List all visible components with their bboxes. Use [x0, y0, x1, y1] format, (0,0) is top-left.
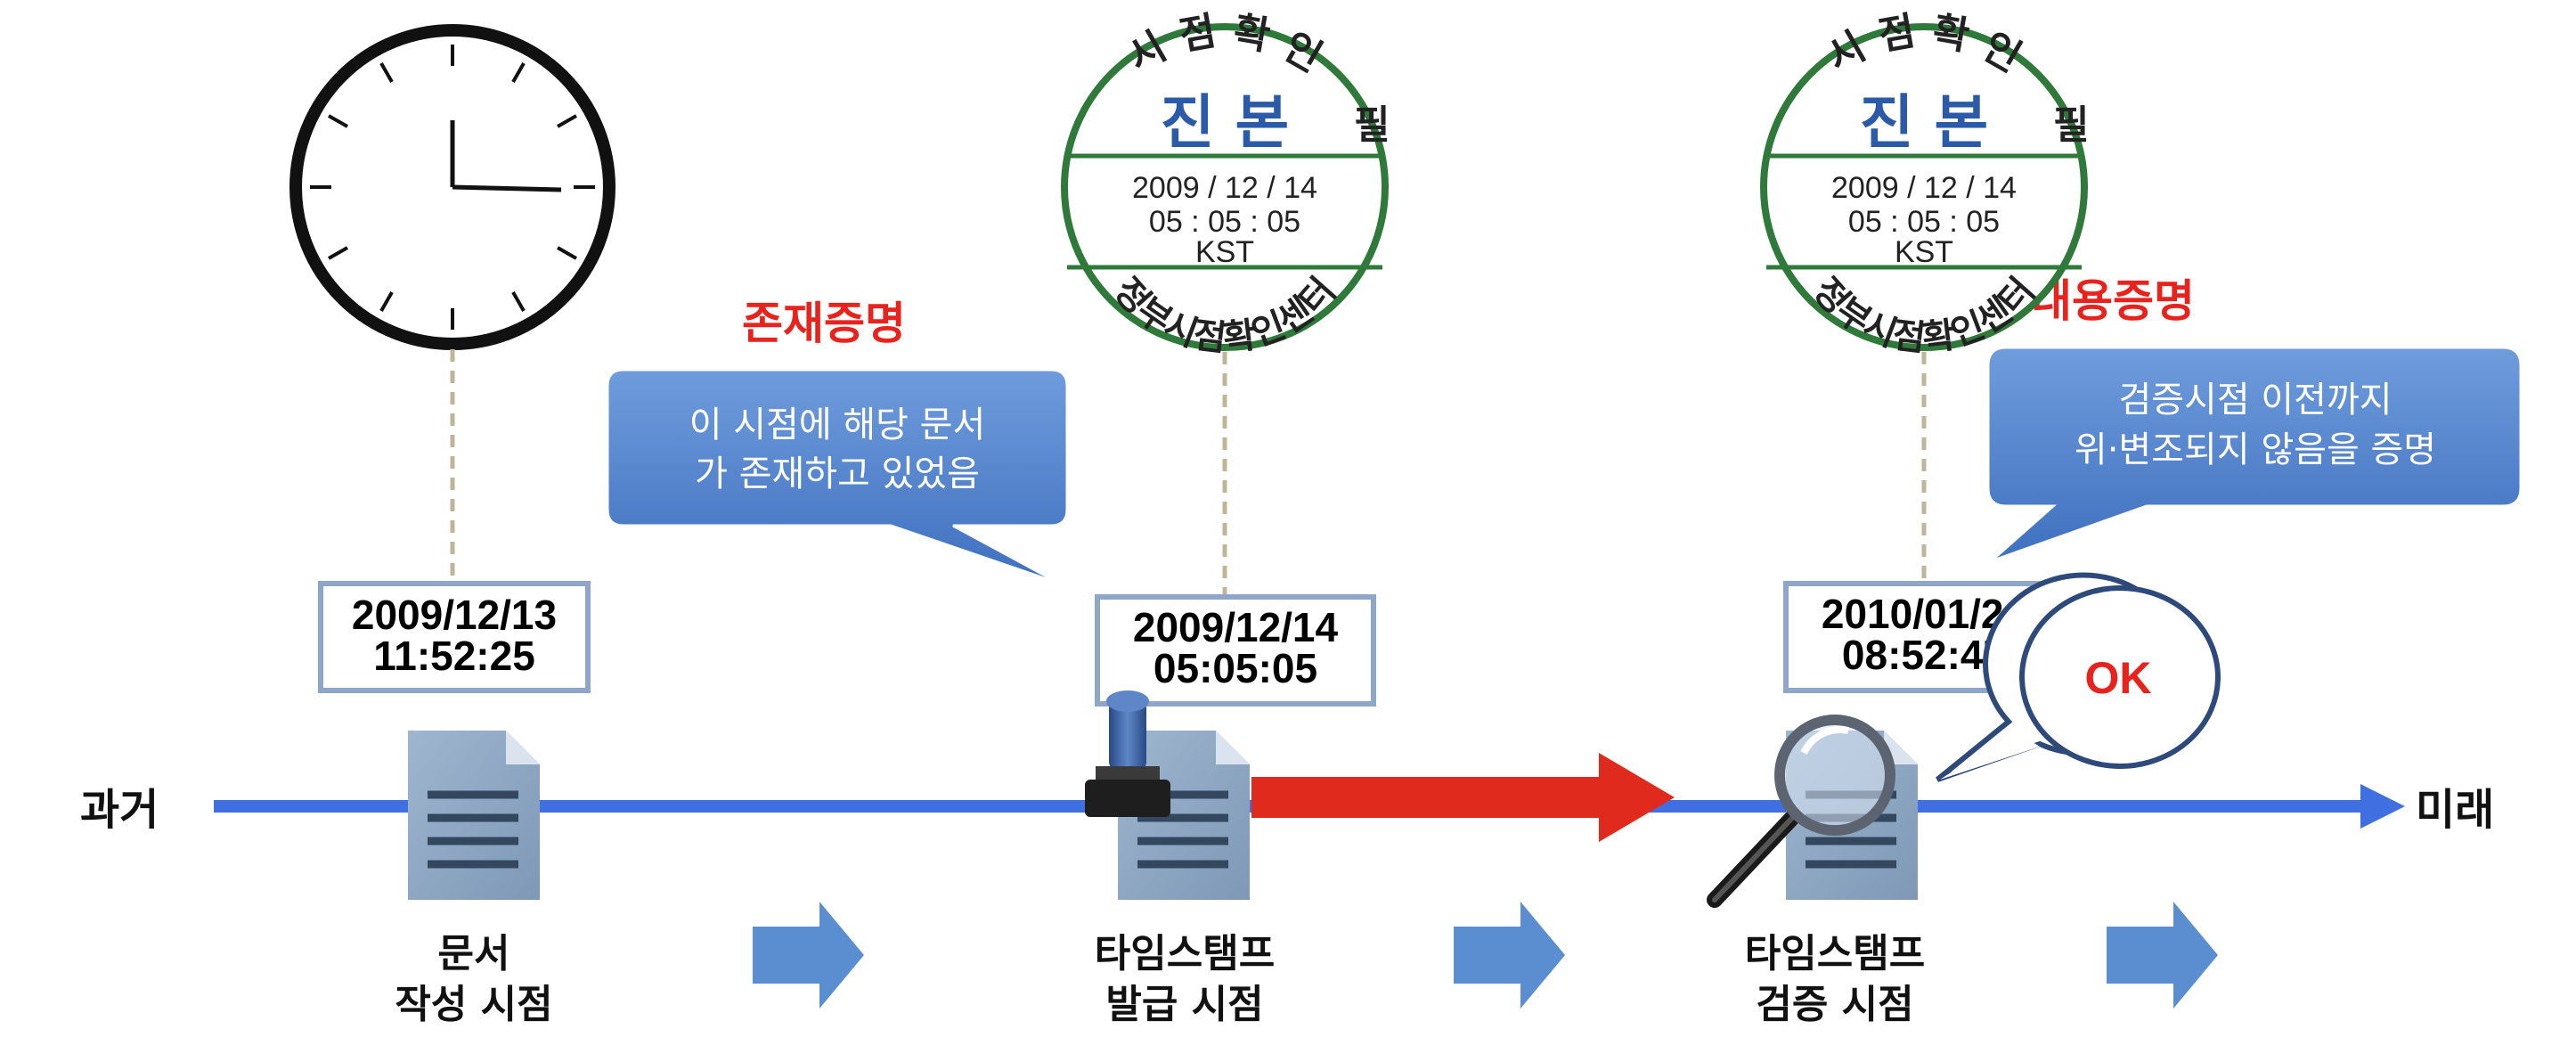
datetime-3-time: 08:52:47 [1842, 632, 2006, 678]
datetime-2-time: 05:05:05 [1153, 645, 1317, 691]
existence-proof-title: 존재증명 [742, 298, 906, 349]
existence-proof-line2: 가 존재하고 있었음 [695, 453, 980, 494]
magnifier-icon [1707, 715, 1895, 908]
existence-proof-line1: 이 시점에 해당 문서 [689, 404, 986, 445]
seal-1-time: 05 : 05 : 05 [1149, 205, 1300, 239]
content-proof-line1: 검증시점 이전까지 [2118, 380, 2392, 421]
seal-1-big: 진 본 [1161, 88, 1289, 157]
datetime-box-1: 2009/12/13 11:52:25 [318, 581, 591, 693]
content-proof-bubble: 검증시점 이전까지 위·변조되지 않음을 증명 [1986, 346, 2523, 563]
seal-2-big: 진 본 [1860, 88, 1988, 157]
stage-1-caption-line2: 작성 시점 [395, 982, 552, 1027]
document-icon [408, 731, 540, 900]
timeline-axis-arrowhead [2360, 784, 2405, 829]
datetime-1-date: 2009/12/13 [352, 592, 557, 638]
stage-1-caption-line1: 문서 [438, 931, 510, 976]
small-arrow-2 [1454, 902, 1565, 1009]
seal-2-tz: KST [1895, 235, 1953, 269]
datetime-1-time: 11:52:25 [373, 633, 535, 679]
datetime-2-date: 2009/12/14 [1133, 604, 1339, 650]
rubber-stamp-icon [1085, 690, 1170, 817]
small-arrow-1 [753, 902, 864, 1009]
existence-proof-bubble: 이 시점에 해당 문서 가 존재하고 있었음 [606, 368, 1069, 585]
ok-text: OK [2085, 653, 2152, 703]
datetime-box-2: 2009/12/14 05:05:05 [1095, 594, 1376, 707]
stage-2-caption-line1: 타임스탬프 [1095, 931, 1275, 976]
stage-3-caption-line1: 타임스탬프 [1745, 931, 1925, 976]
past-label: 과거 [80, 785, 159, 835]
seal-1-tz: KST [1195, 235, 1254, 269]
ok-bubble: OK [1936, 572, 2221, 782]
content-proof-title: 내용증명 [2031, 275, 2195, 327]
timestamp-seal-1: 시 점 확 인 필 진 본 2009 / 12 / 14 05 : 05 : 0… [1061, 9, 1390, 359]
seal-2-time: 05 : 05 : 05 [1848, 205, 2000, 239]
validity-red-arrow [1251, 753, 1675, 842]
content-proof-line2: 위·변조되지 않음을 증명 [2075, 429, 2436, 470]
small-arrow-3 [2107, 902, 2218, 1009]
seal-2-date: 2009 / 12 / 14 [1831, 171, 2017, 205]
seal-1-date: 2009 / 12 / 14 [1132, 171, 1317, 205]
future-label: 미래 [2416, 785, 2494, 835]
seal-1-side-char: 필 [1354, 102, 1390, 148]
seal-2-side-char: 필 [2053, 102, 2089, 148]
clock-icon [289, 24, 615, 350]
stage-2-caption-line2: 발급 시점 [1105, 982, 1263, 1027]
stage-3-caption-line2: 검증 시점 [1756, 982, 1913, 1027]
